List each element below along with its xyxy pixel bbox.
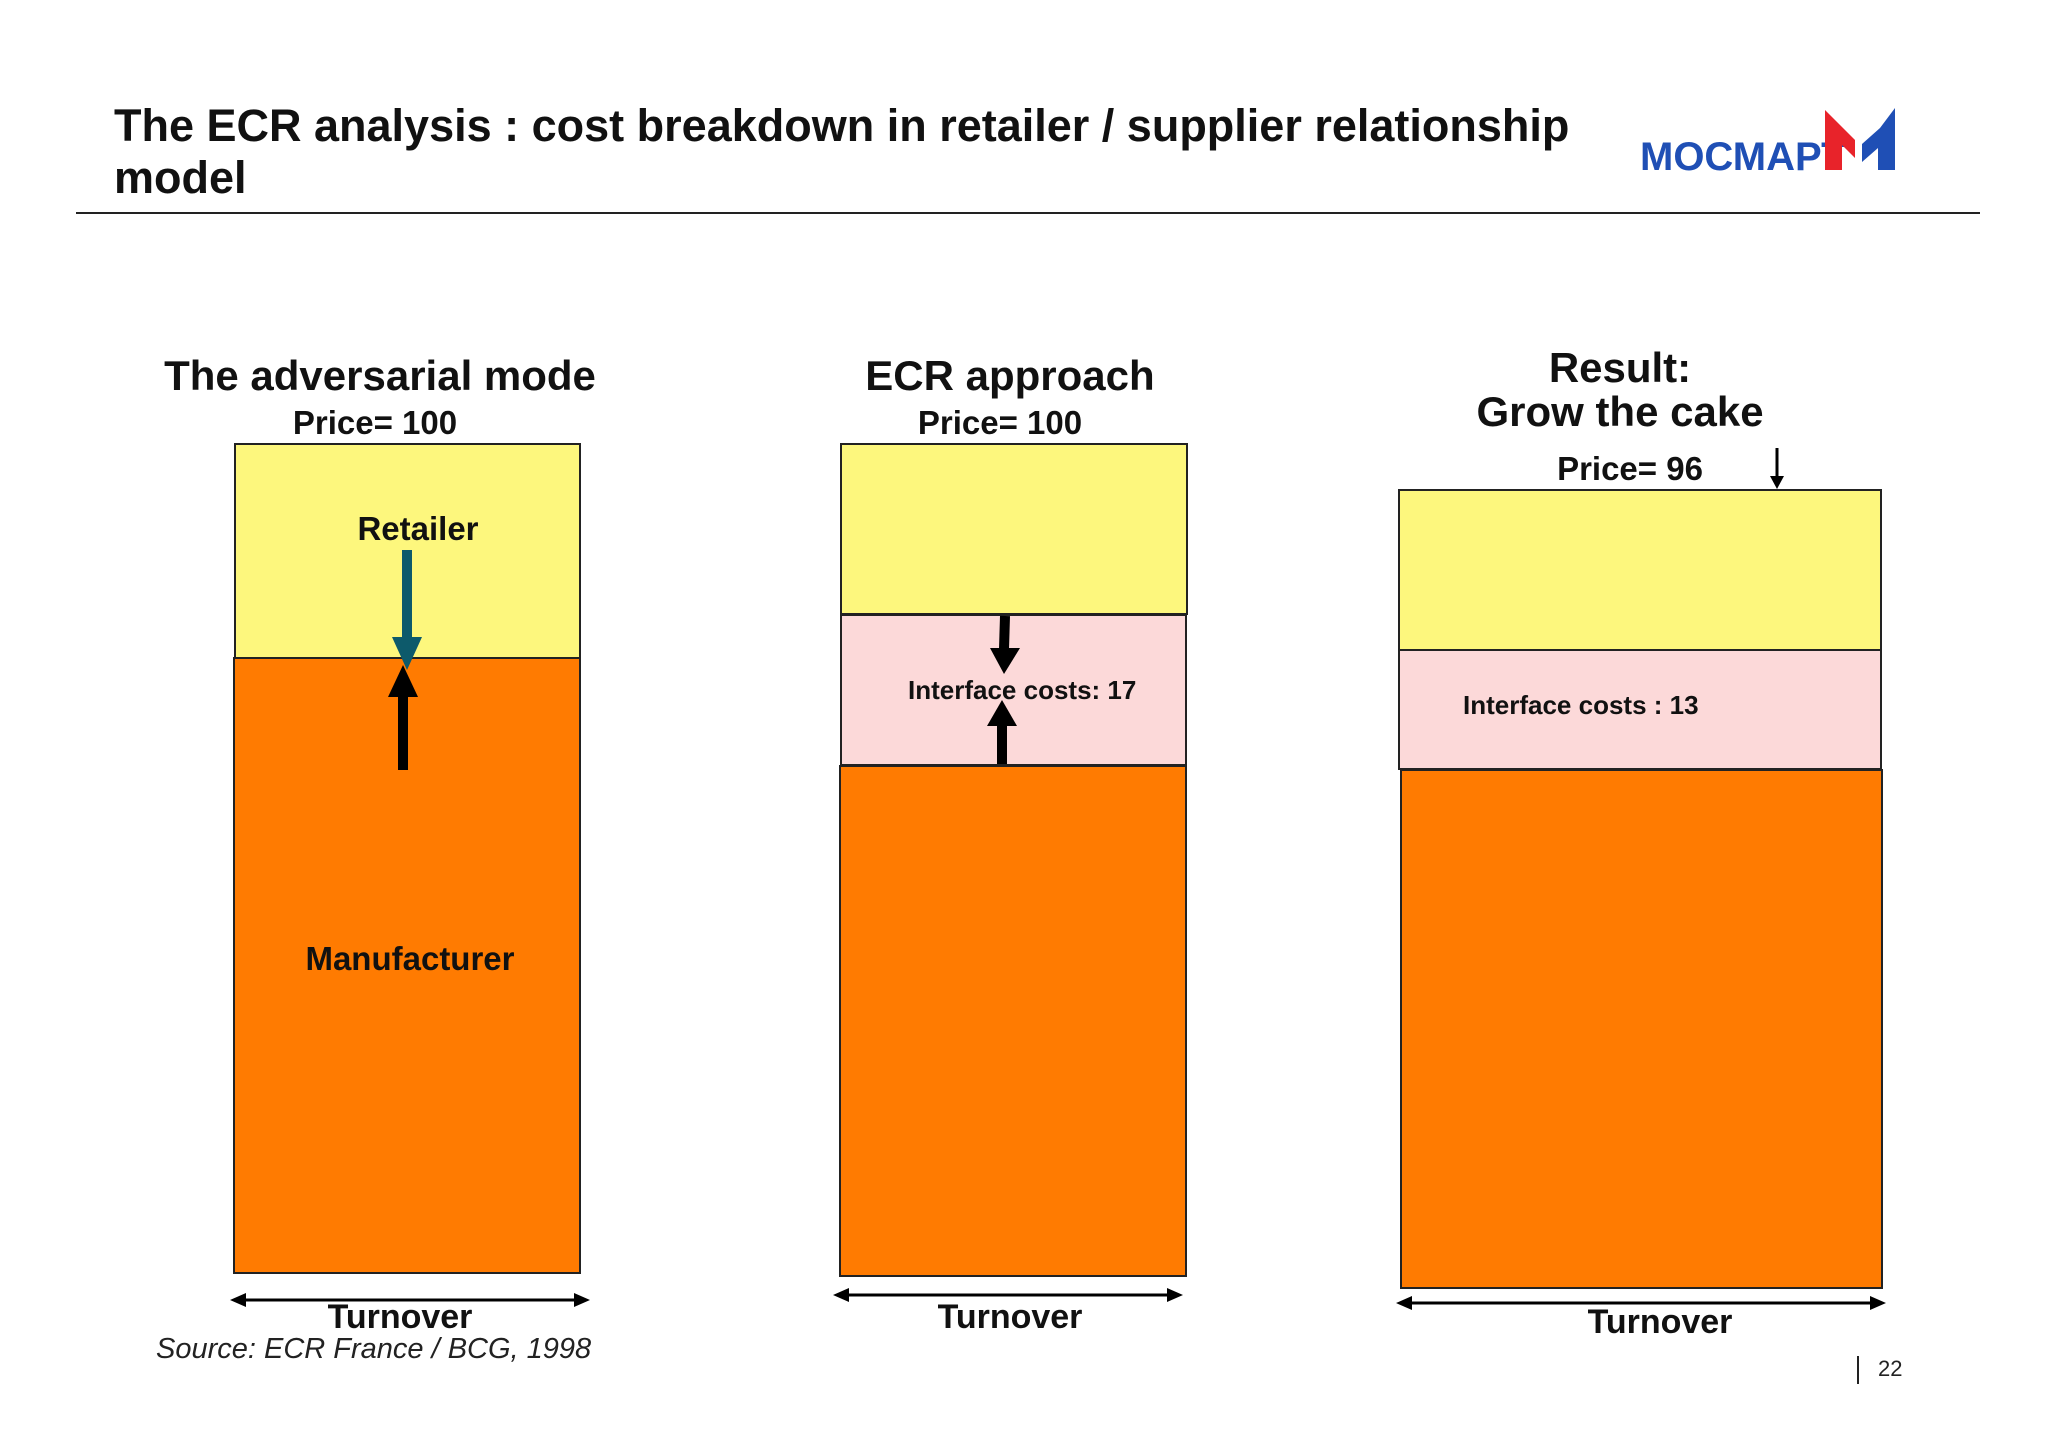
column-3-manufacturer-segment [1400,769,1883,1289]
black-up-arrow-head [388,665,418,697]
page-number: 22 [1878,1356,1903,1381]
column-2-interface-label: Interface costs: 17 [908,675,1137,705]
column-2-price: Price= 100 [917,404,1083,441]
logo-text: МОСМАРТ [1640,135,1846,179]
column-2-title: ECR approach [865,352,1155,399]
column-3-interface-segment [1398,649,1882,770]
column-1-title: The adversarial mode [164,352,596,399]
title-divider [76,212,1980,214]
column-2-pressure-arrows [987,615,1020,764]
column-3-retailer-segment [1398,489,1882,651]
source-note: Source: ECR France / BCG, 1998 [156,1333,592,1365]
column-3-title: Result: Grow the cake [1370,346,1870,434]
column-2-turnover-label: Turnover [937,1298,1083,1336]
column-2-turnover-arrow [833,1288,1183,1302]
column-3-price: Price= 96 [1557,450,1703,487]
retailer-label: Retailer [357,510,479,547]
manufacturer-label: Manufacturer [305,940,515,977]
price-drop-arrow-icon [1770,448,1784,489]
column-3-turnover-arrow [1396,1296,1886,1310]
black-down-arrow-shaft [999,615,1010,650]
black-down-arrow-head [990,648,1020,674]
column-3-title-line1: Result: [1548,344,1692,391]
logo-mark-blue [1862,108,1895,170]
column-1-pressure-arrows [388,550,422,770]
column-1-turnover-label: Turnover [327,1298,473,1336]
black-up-arrow-head [987,700,1017,726]
slide-title: The ECR analysis : cost breakdown in ret… [114,100,1570,203]
column-3-title-line2: Grow the cake [1476,388,1764,435]
logo-mark-red [1825,110,1855,170]
column-2-retailer-segment [840,443,1188,615]
column-3-turnover-label: Turnover [1587,1303,1733,1341]
column-2-manufacturer-segment [839,765,1187,1277]
column-1-turnover-arrow [230,1293,590,1307]
column-3-interface-label: Interface costs : 13 [1463,690,1699,720]
mosmart-logo: МОСМАРТ [1640,100,1900,190]
column-1-price: Price= 100 [292,404,458,441]
teal-down-arrow-head [392,637,422,670]
page-number-separator [1857,1356,1859,1384]
